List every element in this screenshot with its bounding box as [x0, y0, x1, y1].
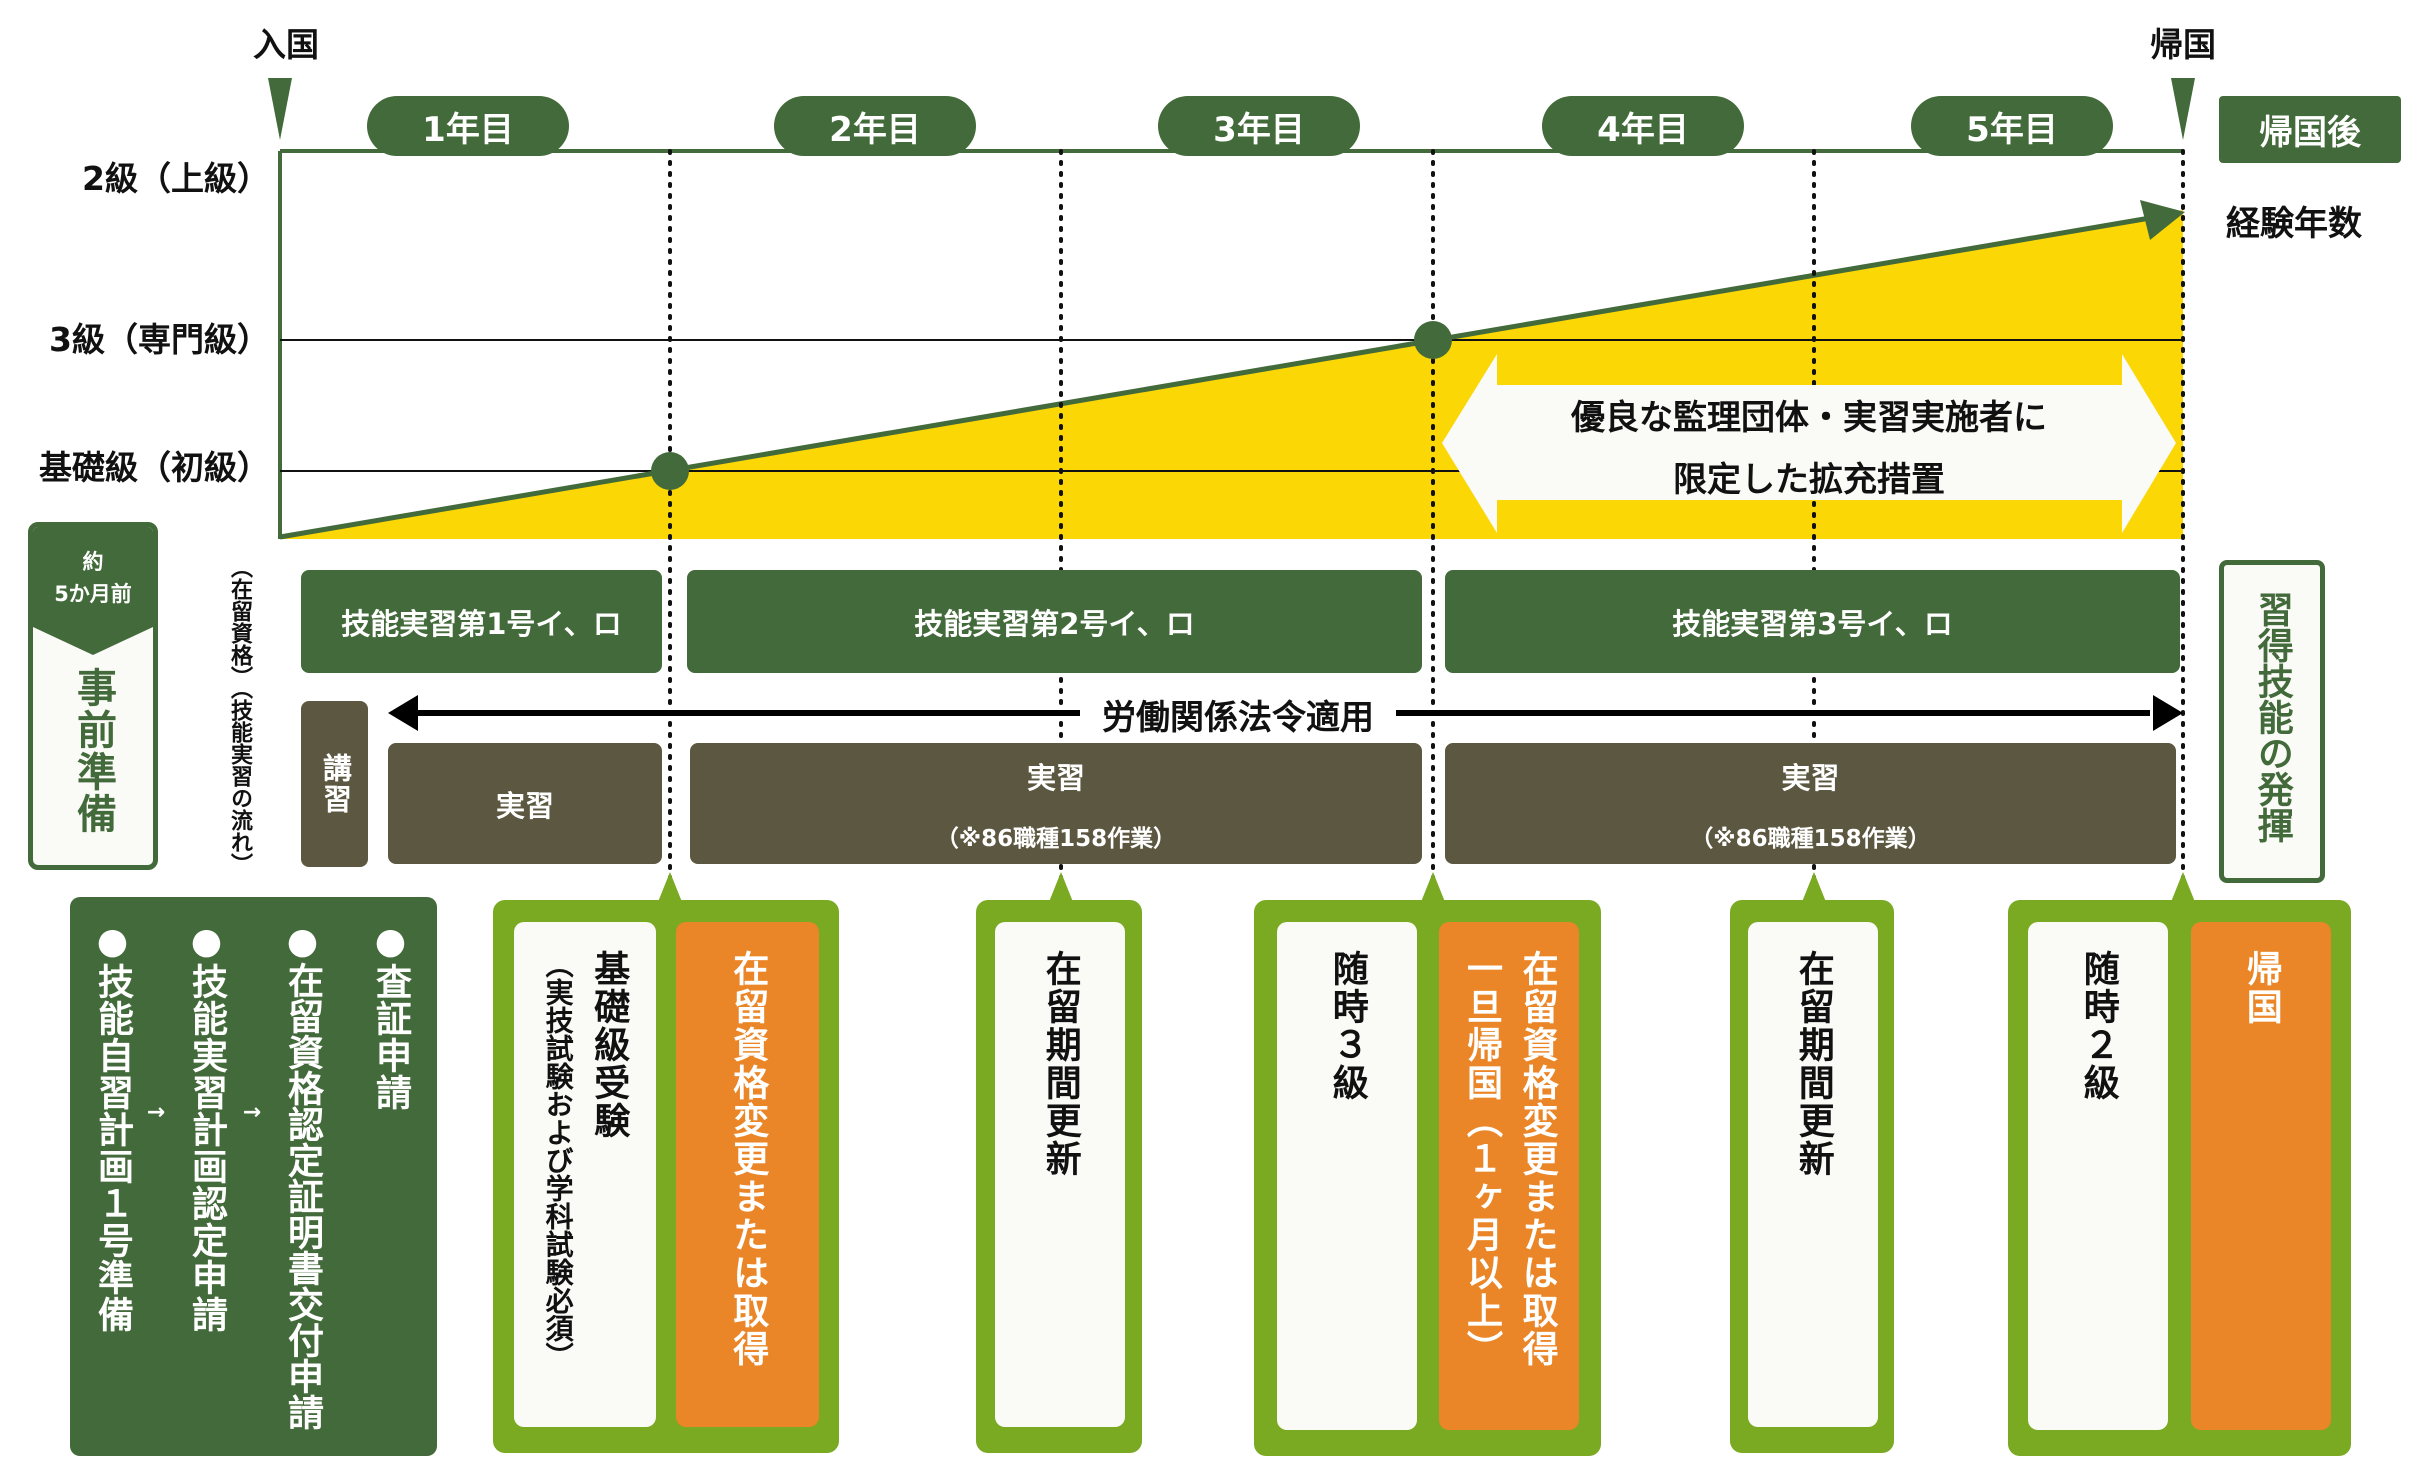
status-1: 技能実習第1号イ、ロ: [301, 570, 662, 673]
growth-line: [279, 215, 2151, 540]
pointer-icon: [658, 872, 682, 902]
event-renewal-1: 在留期間更新: [976, 872, 1142, 1453]
training-3: 実習 （※86職種158作業）: [1445, 743, 2176, 864]
training-note: （※86職種158作業）: [935, 825, 1177, 852]
prep-months: 5か月前: [54, 581, 132, 606]
year-3: 3年目: [1158, 96, 1360, 156]
expansion-line-2: 限定した拡充措置: [1673, 460, 1945, 500]
training-1: 実習: [388, 743, 662, 864]
pointer-icon: [1421, 872, 1445, 902]
expansion-line-1: 優良な監理団体・実習実施者に: [1571, 398, 2047, 438]
level-3-label: 3級（専門級）: [49, 320, 270, 359]
prep-step: ●技能自習計画１号準備: [92, 921, 133, 1333]
law-arrow-right: [2153, 695, 2183, 731]
event-text: 在留期間更新: [1792, 950, 1834, 1178]
return-label: 帰国: [2150, 25, 2216, 64]
year-5: 5年目: [1911, 96, 2113, 156]
step-arrow-icon: →: [242, 1100, 262, 1125]
prep-label: 事前準備: [70, 667, 116, 835]
event-text: 随時３級: [1326, 950, 1368, 1102]
growth-arrowhead: [2140, 200, 2185, 240]
event-text: 基礎級受験: [588, 950, 630, 1140]
event-text: 在留期間更新: [1039, 950, 1081, 1178]
event-renewal-2: 在留期間更新: [1730, 872, 1894, 1453]
basic-level-dot: [651, 452, 689, 490]
training-title: 実習: [1781, 760, 1840, 795]
event-note: （実技試験および学科試験必須）: [541, 950, 575, 1370]
event-text: 在留資格変更または取得: [1516, 950, 1558, 1368]
prep-step: ●技能実習計画認定申請: [186, 921, 227, 1333]
event-text: 帰国: [2240, 950, 2282, 1026]
event-basic-exam: 基礎級受験 （実技試験および学科試験必須） 在留資格変更または取得: [493, 872, 839, 1453]
skill-use-box: 習得技能の発揮: [2219, 560, 2325, 883]
training-2: 実習 （※86職種158作業）: [690, 743, 1422, 864]
status-2: 技能実習第2号イ、ロ: [687, 570, 1422, 673]
event-note: 一旦帰国（１ヶ月以上）: [1461, 950, 1502, 1368]
after-return-label: 帰国後: [2219, 96, 2401, 163]
law-arrow-left: [388, 695, 418, 731]
training-note: （※86職種158作業）: [1690, 825, 1931, 852]
year-4: 4年目: [1542, 96, 1744, 156]
status-3: 技能実習第3号イ、ロ: [1445, 570, 2180, 673]
event-level-2: 随時２級 帰国: [2008, 872, 2351, 1456]
lecture-label: 講習: [318, 753, 353, 815]
pointer-icon: [2171, 872, 2195, 902]
training-title: 実習: [495, 788, 554, 823]
expansion-double-arrow: [1442, 354, 2176, 533]
advance-prep-box: 約 5か月前 事前準備: [28, 522, 158, 870]
level-2-label: 2級（上級）: [82, 159, 270, 198]
return-marker: [2171, 78, 2195, 140]
prep-approx: 約: [82, 550, 104, 574]
training-title: 実習: [1026, 760, 1085, 795]
row-label: （在留資格）（技能実習の流れ）: [227, 556, 252, 875]
year-2: 2年目: [774, 96, 976, 156]
pointer-icon: [1802, 872, 1826, 902]
experience-label: 経験年数: [2226, 204, 2362, 244]
skill-use-label: 習得技能の発揮: [2251, 591, 2293, 843]
law-label: 労働関係法令適用: [1080, 690, 1396, 739]
prep-step: ●査証申請: [370, 921, 411, 1111]
level-3-dot: [1414, 321, 1452, 359]
prep-steps-box: ●査証申請 ●在留資格認定証明書交付申請 ●技能実習計画認定申請 ●技能自習計画…: [70, 897, 437, 1456]
year-1: 1年目: [367, 96, 569, 156]
entry-marker: [268, 78, 292, 140]
prep-step: ●在留資格認定証明書交付申請: [282, 921, 323, 1430]
event-level-3: 随時３級 在留資格変更または取得 一旦帰国（１ヶ月以上）: [1254, 872, 1601, 1456]
step-arrow-icon: →: [146, 1100, 166, 1125]
entry-label: 入国: [253, 25, 319, 64]
level-basic-label: 基礎級（初級）: [39, 448, 270, 487]
pointer-icon: [1049, 872, 1073, 902]
event-text: 在留資格変更または取得: [727, 950, 769, 1368]
event-text: 随時２級: [2077, 950, 2119, 1102]
